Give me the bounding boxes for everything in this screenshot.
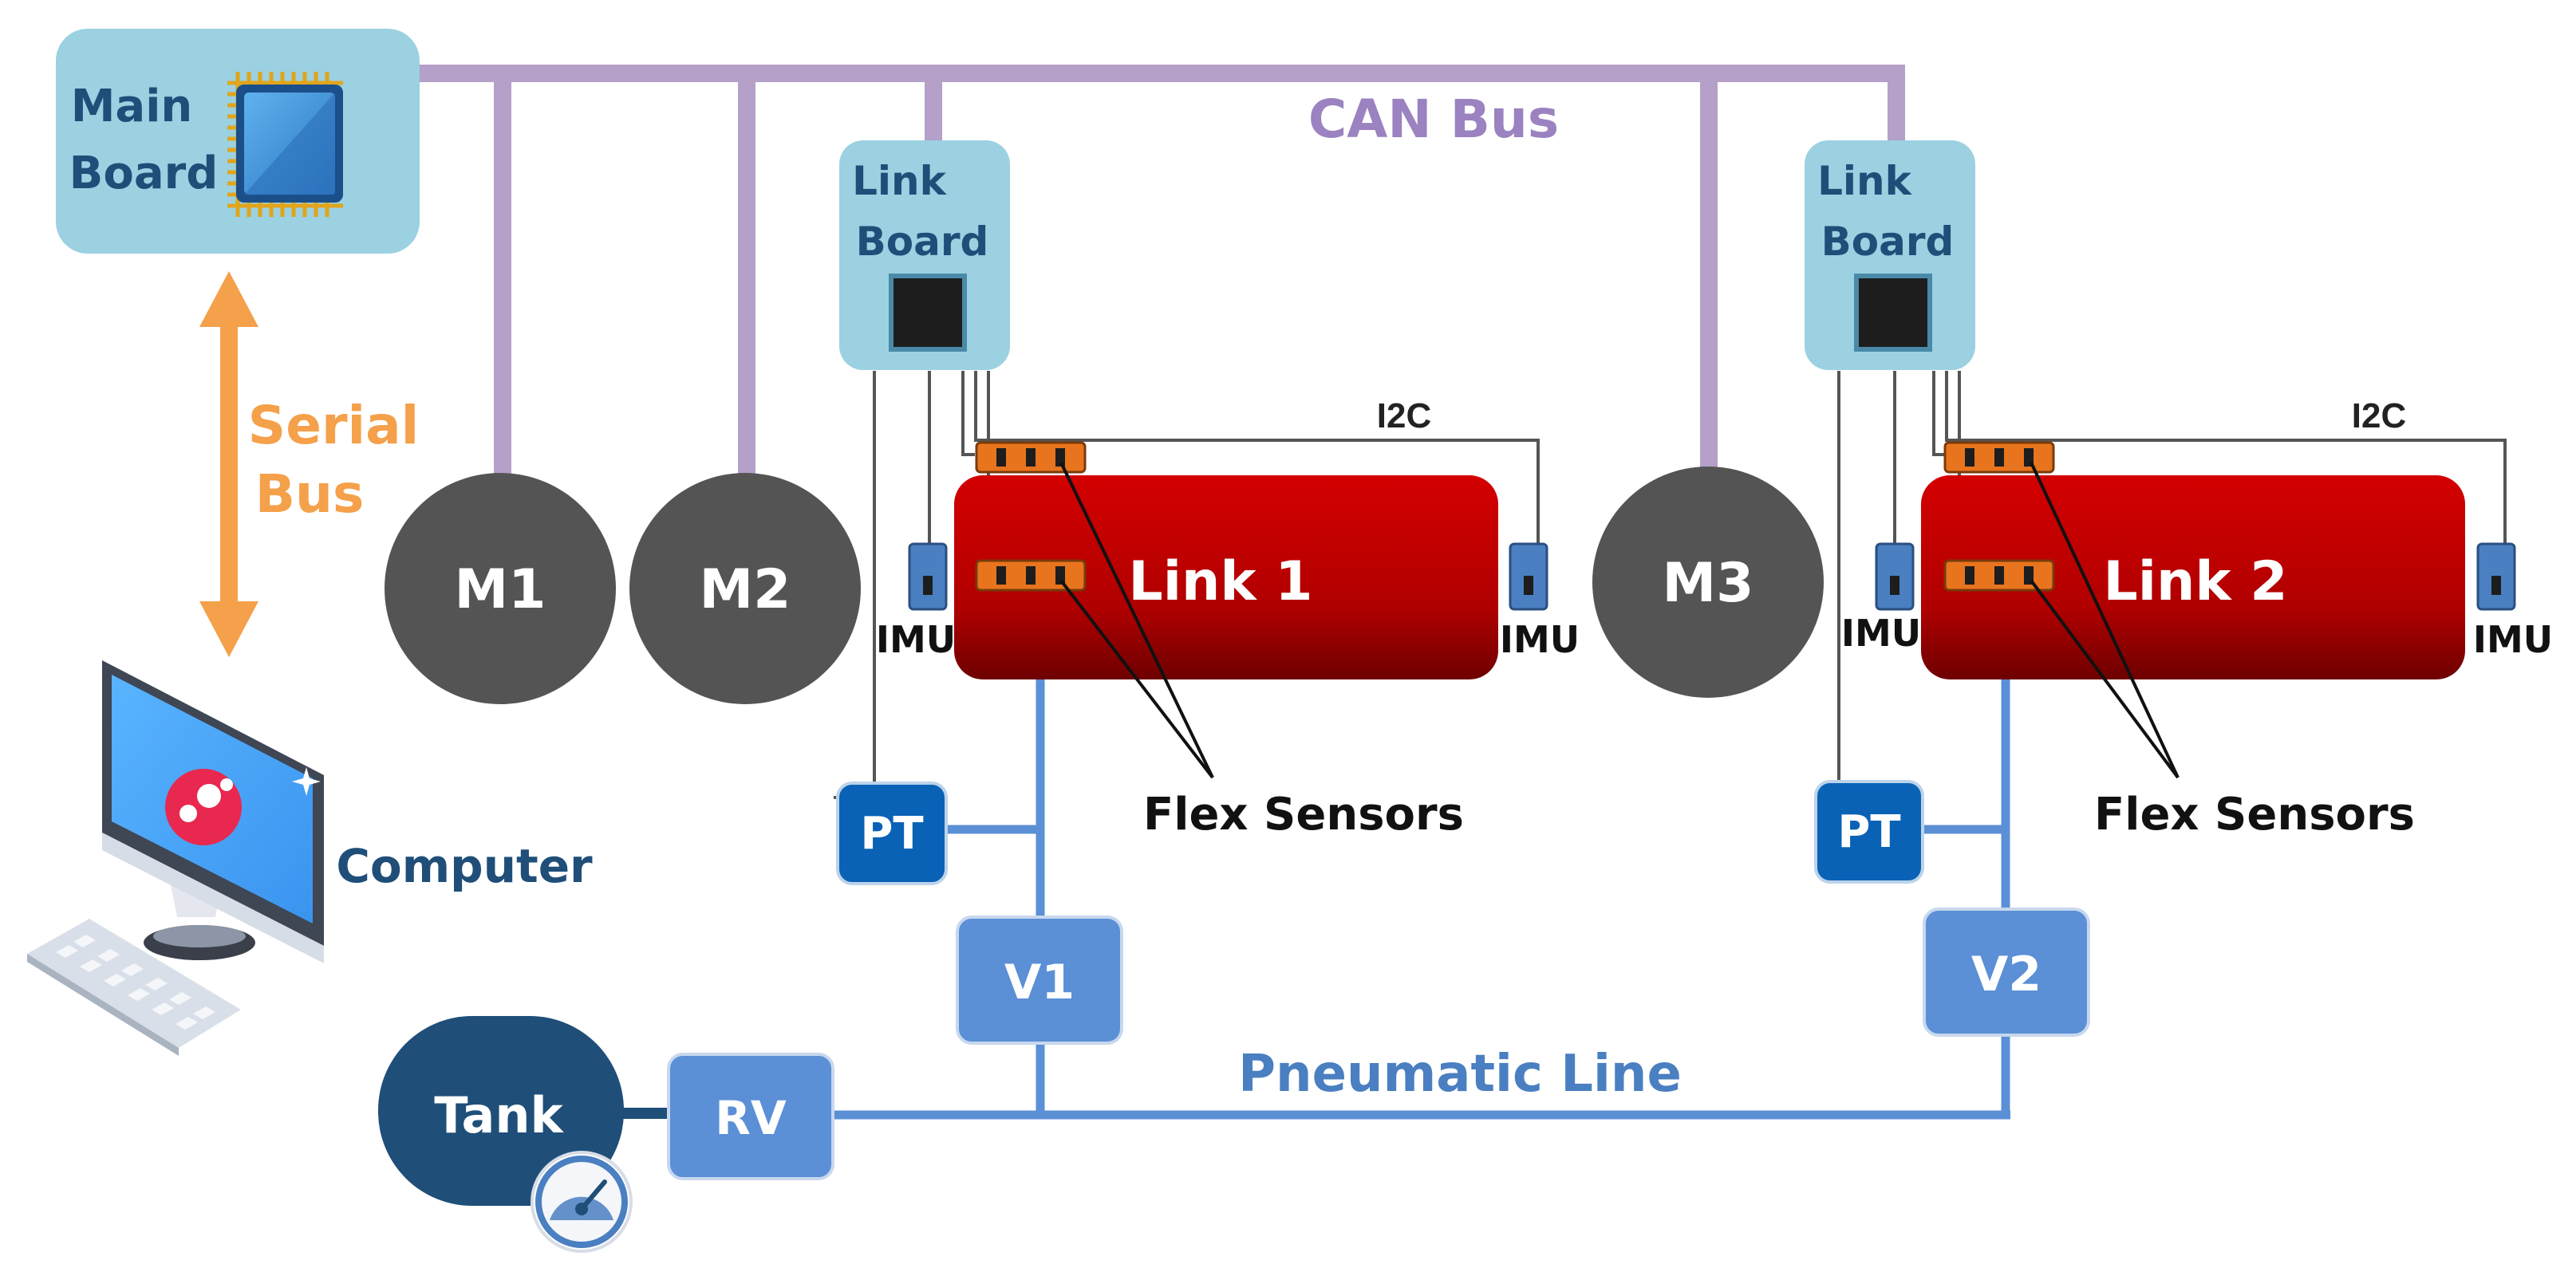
link-board-1: [839, 140, 1010, 370]
module-2: Link Board Link 2 IMU IMU I2C: [1805, 140, 2553, 841]
pt-1: PT: [836, 782, 948, 885]
computer-icon: [27, 660, 324, 1056]
valve-v1: V1: [956, 916, 1123, 1045]
link-2-label: Link 2: [2103, 550, 2287, 613]
flex-sensors-1-callout: [1059, 462, 1214, 779]
link-board-1-label-line2: Board: [856, 219, 989, 265]
pneumatic-line: [830, 679, 2010, 1120]
serial-bus-arrow: [199, 271, 258, 657]
motor-m1-label: M1: [455, 558, 546, 621]
imu-1-left-label: IMU: [876, 618, 956, 661]
link-1-label: Link 1: [1128, 550, 1312, 613]
i2c-2-label: I2C: [2352, 396, 2406, 435]
relief-valve-rv-label: RV: [715, 1091, 787, 1145]
valve-v2: V2: [1923, 908, 2090, 1037]
imu-1-right: [1509, 542, 1548, 611]
imu-2-left-label: IMU: [1841, 612, 1921, 655]
pneumatic-line-label: Pneumatic Line: [1238, 1045, 1682, 1104]
link-board-1-label-line1: Link: [852, 158, 948, 204]
main-board: Main Board: [56, 29, 420, 254]
flex-sensor-1b: [975, 559, 1087, 592]
motor-m2-label: M2: [700, 558, 791, 621]
motor-m1: M1: [385, 473, 616, 704]
tank-label: Tank: [434, 1086, 564, 1144]
link-board-1-chip-icon: [889, 274, 967, 352]
can-bus-label: CAN Bus: [1308, 89, 1559, 150]
link-board-2: [1805, 140, 1975, 370]
keyboard-icon: [27, 919, 241, 1056]
relief-valve-rv: RV: [667, 1053, 834, 1180]
imu-2-right: [2476, 542, 2516, 611]
flex-sensor-2b: [1943, 559, 2055, 592]
link-board-2-label-line2: Board: [1821, 219, 1955, 265]
pt-1-label: PT: [860, 808, 923, 860]
can-bus: [415, 65, 1905, 477]
pressure-gauge-icon: [531, 1151, 633, 1253]
link-2-body: [1921, 475, 2465, 679]
flex-sensors-1-label: Flex Sensors: [1143, 789, 1464, 841]
computer-label: Computer: [336, 839, 593, 893]
valve-v1-label: V1: [1004, 955, 1075, 1010]
imu-1-left: [908, 542, 948, 611]
valve-v2-label: V2: [1971, 947, 2041, 1002]
main-board-label-line2: Board: [69, 148, 219, 199]
module-1: Link Board Link 1 IMU IMU I: [834, 140, 1580, 841]
imu-1-right-label: IMU: [1500, 618, 1580, 661]
flex-sensors-2-label: Flex Sensors: [2094, 789, 2415, 841]
serial-bus-label-line1: Serial: [248, 395, 420, 456]
motor-m3: M3: [1592, 467, 1824, 698]
main-board-label-line1: Main: [71, 81, 193, 132]
pt-2-label: PT: [1837, 806, 1900, 858]
motor-m3-label: M3: [1663, 552, 1754, 615]
imu-2-right-label: IMU: [2473, 618, 2553, 661]
flex-sensors-2-callout: [2030, 462, 2180, 779]
imu-2-left: [1875, 542, 1915, 611]
motor-m2: M2: [629, 473, 861, 704]
link-board-2-chip-icon: [1854, 274, 1932, 352]
i2c-1-label: I2C: [1377, 396, 1431, 435]
flex-sensor-2a: [1943, 441, 2055, 474]
serial-bus-label-line2: Bus: [255, 463, 365, 525]
flex-sensor-1a: [975, 441, 1087, 474]
microchip-icon: [227, 72, 343, 217]
pt-2: PT: [1814, 780, 1924, 884]
link-board-2-label-line1: Link: [1817, 158, 1913, 204]
